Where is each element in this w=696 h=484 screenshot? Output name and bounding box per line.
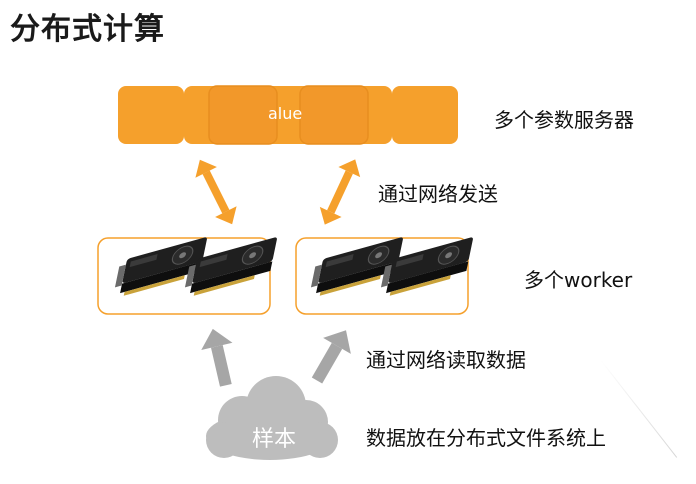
worker-group-right bbox=[295, 236, 474, 315]
storage-label: 数据放在分布式文件系统上 bbox=[366, 426, 606, 450]
parameter-servers bbox=[118, 85, 458, 145]
server-block bbox=[118, 86, 184, 144]
right-sync-arrow bbox=[319, 159, 361, 225]
server-block bbox=[392, 86, 458, 144]
parameter-servers-label: 多个参数服务器 bbox=[494, 108, 634, 132]
worker-group-left bbox=[97, 236, 278, 315]
data-read-arrows bbox=[201, 328, 351, 387]
server-overlay-text: alue bbox=[268, 104, 303, 123]
cloud-label: 样本 bbox=[252, 427, 297, 452]
server-block bbox=[299, 85, 369, 145]
server-worker-arrows bbox=[195, 159, 361, 225]
network-read-label: 通过网络读取数据 bbox=[366, 348, 526, 372]
sample-cloud bbox=[206, 376, 338, 460]
right-read-arrow bbox=[311, 330, 351, 384]
left-sync-arrow bbox=[195, 159, 237, 225]
network-send-label: 通过网络发送 bbox=[378, 182, 498, 206]
page-title: 分布式计算 bbox=[10, 12, 165, 47]
server-block bbox=[208, 85, 278, 145]
workers-label: 多个worker bbox=[524, 268, 633, 292]
left-read-arrow bbox=[201, 328, 233, 387]
